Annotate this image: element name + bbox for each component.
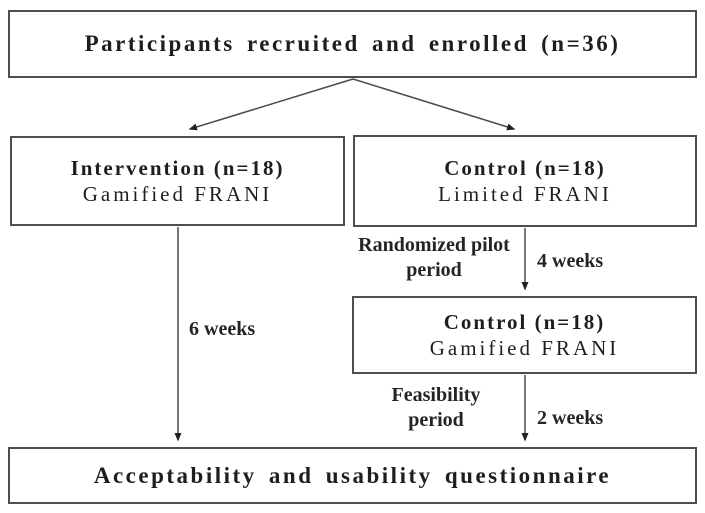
intervention-box: Intervention (n=18) Gamified FRANI xyxy=(10,136,345,226)
enrollment-box: Participants recruited and enrolled (n=3… xyxy=(8,10,697,78)
intervention-title: Intervention (n=18) xyxy=(70,156,285,180)
arrow-to-intervention xyxy=(188,78,354,131)
feasibility-period-line1: Feasibility xyxy=(391,384,481,406)
control-crossover-box: Control (n=18) Gamified FRANI xyxy=(352,296,697,374)
feasibility-period-label: Feasibility period xyxy=(352,383,520,433)
control-initial-subtitle: Limited FRANI xyxy=(438,182,612,206)
enrollment-label: Participants recruited and enrolled (n=3… xyxy=(84,31,621,56)
randomized-duration-label: 4 weeks xyxy=(537,250,604,272)
feasibility-period-line2: period xyxy=(408,409,464,431)
control-crossover-title: Control (n=18) xyxy=(443,310,606,334)
intervention-subtitle: Gamified FRANI xyxy=(82,182,273,206)
outcome-label: Acceptability and usability questionnair… xyxy=(93,462,612,488)
feasibility-duration-label: 2 weeks xyxy=(537,407,604,429)
intervention-duration-label: 6 weeks xyxy=(189,318,256,340)
randomized-pilot-period-label: Randomized pilot period xyxy=(345,233,523,283)
control-crossover-subtitle: Gamified FRANI xyxy=(429,336,620,360)
arrow-to-control xyxy=(352,78,516,131)
randomized-pilot-period-line1: Randomized pilot xyxy=(358,234,510,256)
control-initial-title: Control (n=18) xyxy=(444,156,606,180)
control-initial-box: Control (n=18) Limited FRANI xyxy=(353,135,697,227)
randomized-pilot-period-line2: period xyxy=(406,259,462,281)
outcome-box: Acceptability and usability questionnair… xyxy=(8,447,697,504)
